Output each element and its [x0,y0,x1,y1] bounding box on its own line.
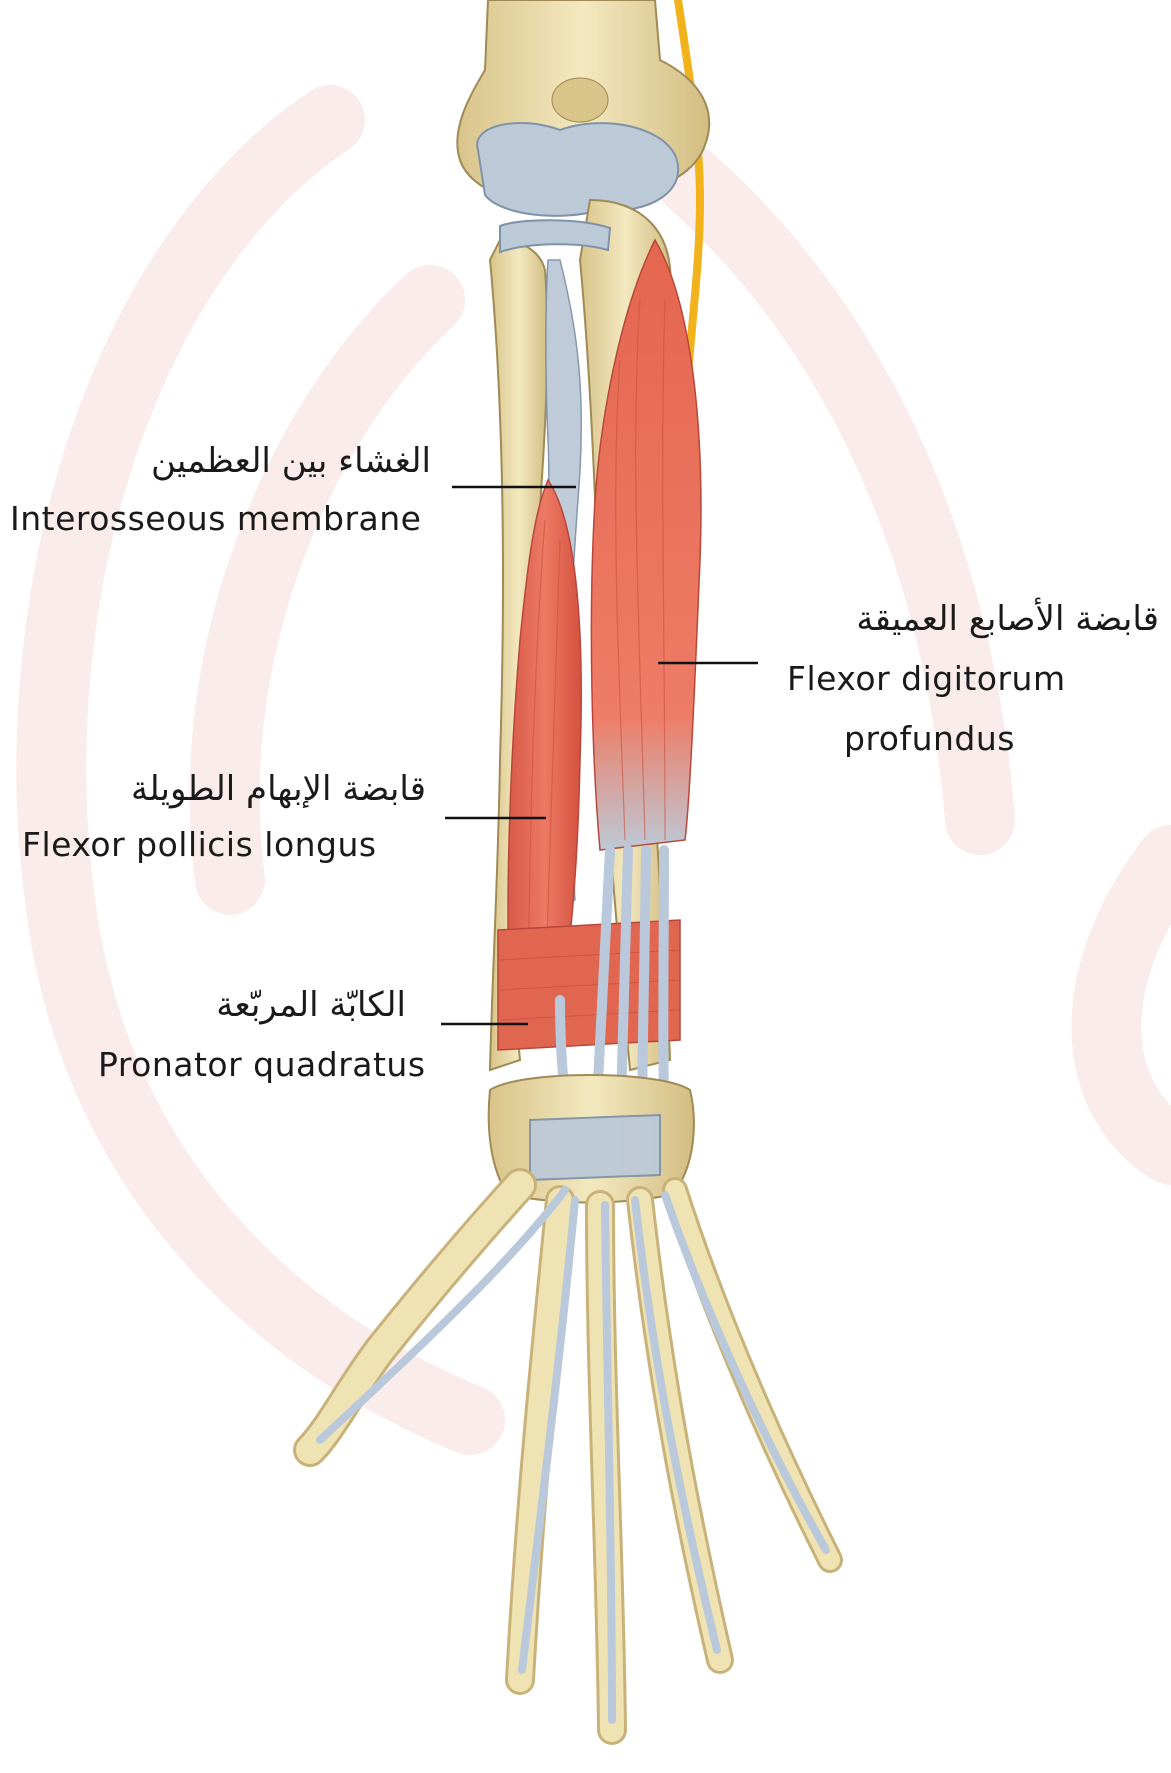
finger-tendons [320,1190,826,1720]
label-pq-english: Pronator quadratus [98,1046,426,1084]
pronator-quadratus-muscle [498,920,680,1050]
label-pq-arabic: الكابّة المربّعة [216,986,406,1025]
label-fdp-english-line1: Flexor digitorum [787,660,1066,698]
label-fpl-arabic: قابضة الإبهام الطويلة [131,770,426,809]
label-interosseous-arabic: الغشاء بين العظمين [151,442,431,481]
humerus-bone [457,0,709,216]
label-fpl-english: Flexor pollicis longus [22,826,377,864]
label-fdp-english-line2: profundus [844,720,1015,758]
label-interosseous-english: Interosseous membrane [10,500,421,538]
label-fdp-arabic: قابضة الأصابع العميقة [856,600,1159,639]
